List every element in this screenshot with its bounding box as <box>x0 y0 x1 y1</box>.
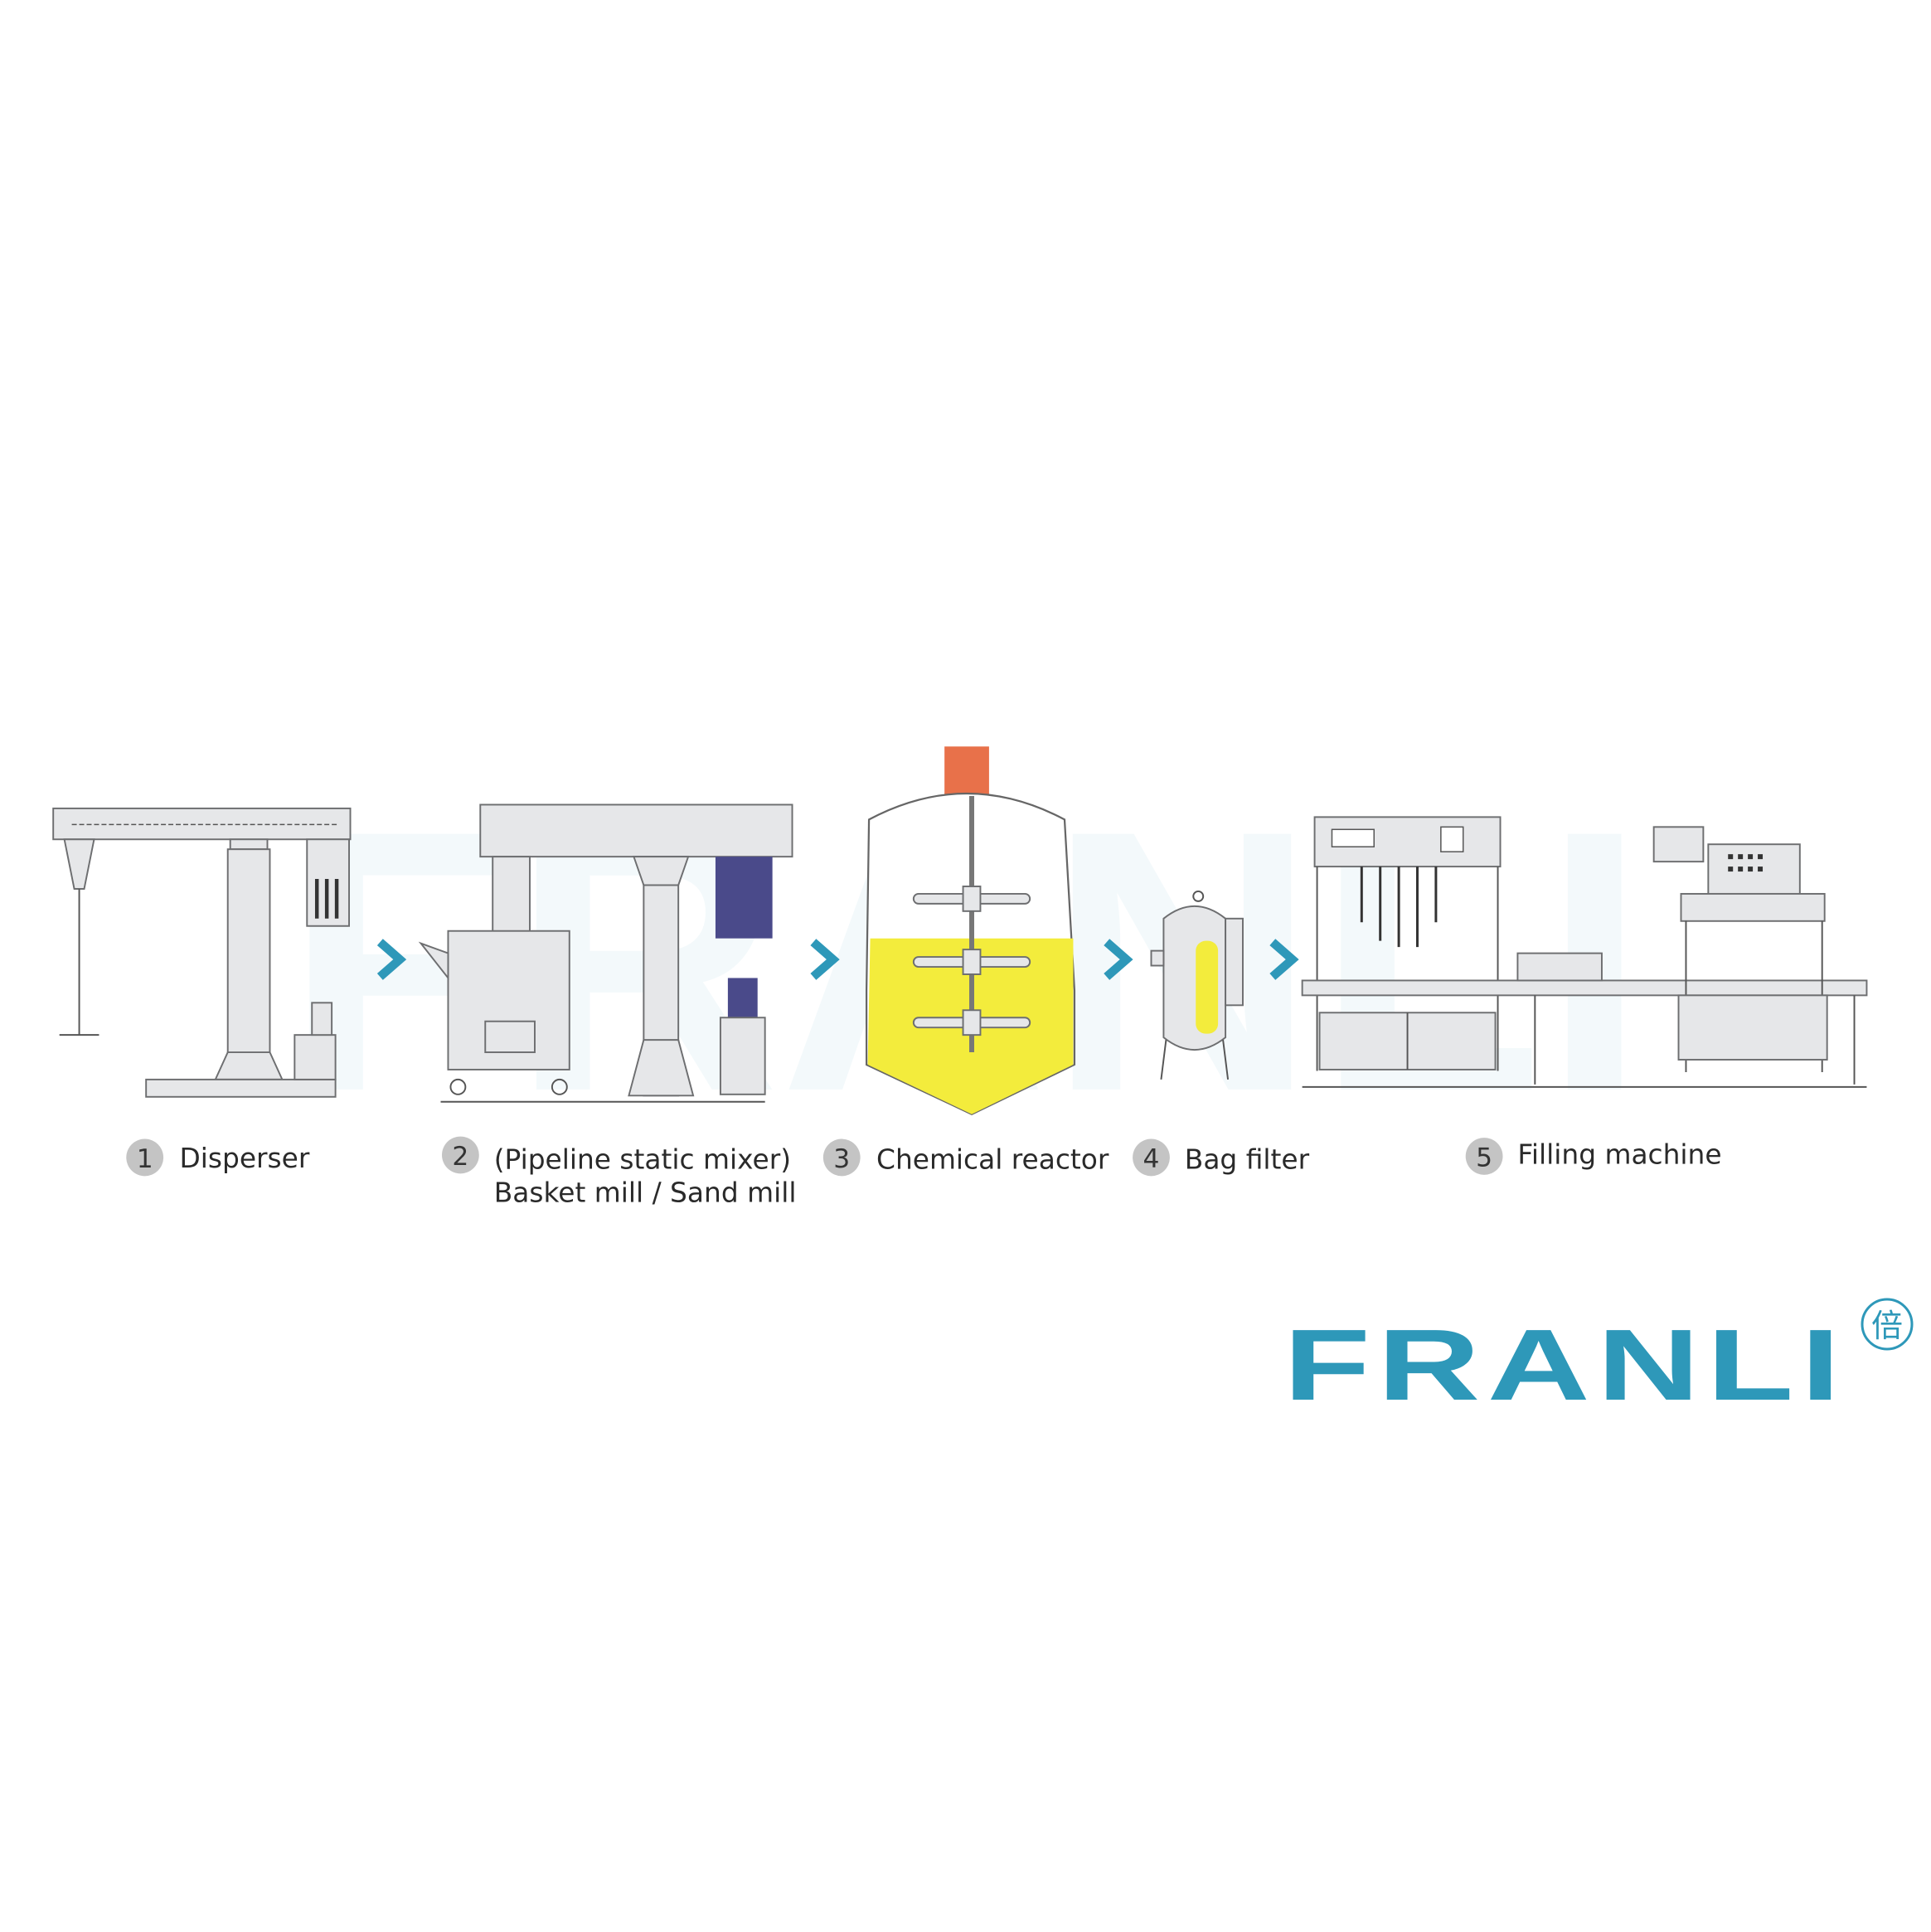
step-number: 2 <box>452 1142 468 1172</box>
step-number: 1 <box>137 1144 153 1174</box>
step-number-badge <box>822 1138 861 1177</box>
step-number: 5 <box>1476 1143 1492 1172</box>
step-label: Disperser <box>179 1143 309 1174</box>
step-number-badge <box>126 1138 164 1177</box>
step-label: Filling machine <box>1517 1138 1721 1170</box>
bag-filter-illustration <box>1150 890 1244 1080</box>
chemical-reactor-illustration <box>865 746 1076 1115</box>
logo-text: FRANLI <box>1283 1308 1847 1421</box>
step-number: 3 <box>833 1144 850 1174</box>
step-number-badge <box>1133 1138 1170 1177</box>
logo-mark-glyph: 倍 <box>1871 1308 1903 1344</box>
franli-logo: FRANLI 倍 <box>1283 1298 1914 1421</box>
chevron-right-icon <box>810 939 840 980</box>
step-5: 5 Filling machine <box>1465 1138 1722 1175</box>
step-2: 2 (Pipeline static mixer) Basket mill / … <box>442 1136 797 1209</box>
step-number-badge <box>442 1136 479 1174</box>
step-1: 1 Disperser <box>126 1138 310 1177</box>
filling-machine-illustration <box>1301 816 1868 1088</box>
disperser-illustration <box>52 807 352 1098</box>
logo-mark <box>1861 1298 1914 1351</box>
chevron-right-icon <box>1104 939 1133 980</box>
step-4: 4 Bag filter <box>1133 1138 1310 1177</box>
step-label: Bag filter <box>1185 1143 1310 1175</box>
step-label: (Pipeline static mixer) <box>494 1143 791 1175</box>
step-label-secondary: Basket mill / Sand mill <box>494 1177 797 1209</box>
step-label: Chemical reactor <box>876 1143 1109 1175</box>
step-number-badge <box>1465 1138 1503 1175</box>
chevron-right-icon <box>376 939 407 980</box>
basket-mill-illustration <box>418 803 793 1103</box>
step-3: 3 Chemical reactor <box>822 1138 1109 1177</box>
chevron-right-icon <box>1269 939 1299 980</box>
step-number: 4 <box>1143 1144 1160 1174</box>
